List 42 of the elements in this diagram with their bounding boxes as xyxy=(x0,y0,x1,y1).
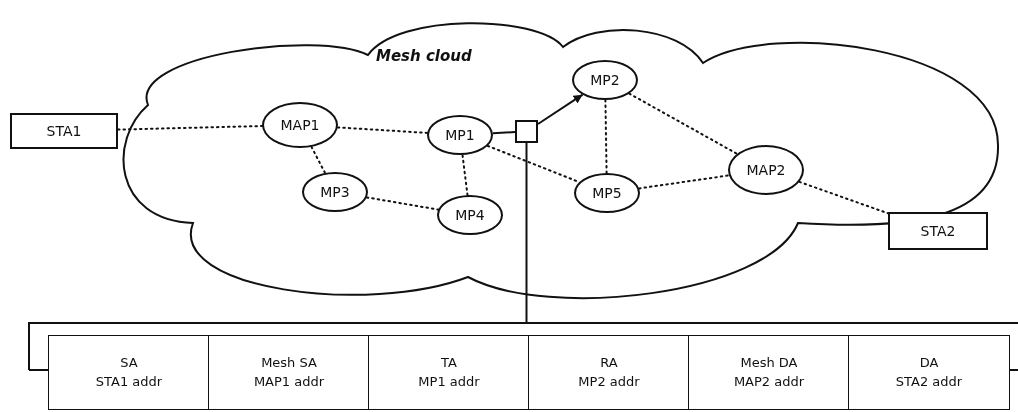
table-cell xyxy=(368,335,530,410)
connector xyxy=(638,174,730,190)
connector xyxy=(798,180,889,215)
table-cell xyxy=(208,335,370,410)
connector xyxy=(491,131,516,135)
station-box: STA1 xyxy=(10,113,118,149)
mesh-node: MP3 xyxy=(302,172,368,212)
connector xyxy=(310,145,326,174)
field-value: MAP1 addr xyxy=(253,372,325,391)
connector xyxy=(604,99,608,174)
field-name: SA xyxy=(120,353,138,372)
field-value: MP1 addr xyxy=(418,372,480,391)
connector xyxy=(525,142,528,323)
station-box: STA2 xyxy=(888,212,988,250)
mesh-node: MP2 xyxy=(572,60,638,100)
field-name: Mesh DA xyxy=(740,353,798,372)
frame-tap-box xyxy=(515,120,538,143)
cloud-label: Mesh cloud xyxy=(376,47,472,65)
mesh-node: MAP1 xyxy=(262,102,338,148)
connector xyxy=(365,196,440,211)
frame-bracket xyxy=(28,322,1018,412)
field-name: RA xyxy=(600,353,618,372)
field-value: MP2 addr xyxy=(578,372,640,391)
field-name: DA xyxy=(919,353,939,372)
field-name: TA xyxy=(441,353,457,372)
mesh-node: MAP2 xyxy=(728,145,804,195)
table-cell xyxy=(848,335,1010,410)
field-value: STA1 addr xyxy=(95,372,163,391)
arrow xyxy=(537,93,584,125)
connector xyxy=(117,125,263,131)
table-cell xyxy=(528,335,690,410)
connector xyxy=(461,153,469,197)
mesh-node: MP1 xyxy=(427,115,493,155)
field-name: Mesh SA xyxy=(261,353,317,372)
field-value: MAP2 addr xyxy=(733,372,805,391)
field-value: STA2 addr xyxy=(895,372,963,391)
connector xyxy=(628,92,738,155)
connector xyxy=(336,126,429,134)
mesh-node: MP4 xyxy=(437,195,503,235)
table-cell xyxy=(688,335,850,410)
mesh-node: MP5 xyxy=(574,173,640,213)
table-cell xyxy=(48,335,210,410)
